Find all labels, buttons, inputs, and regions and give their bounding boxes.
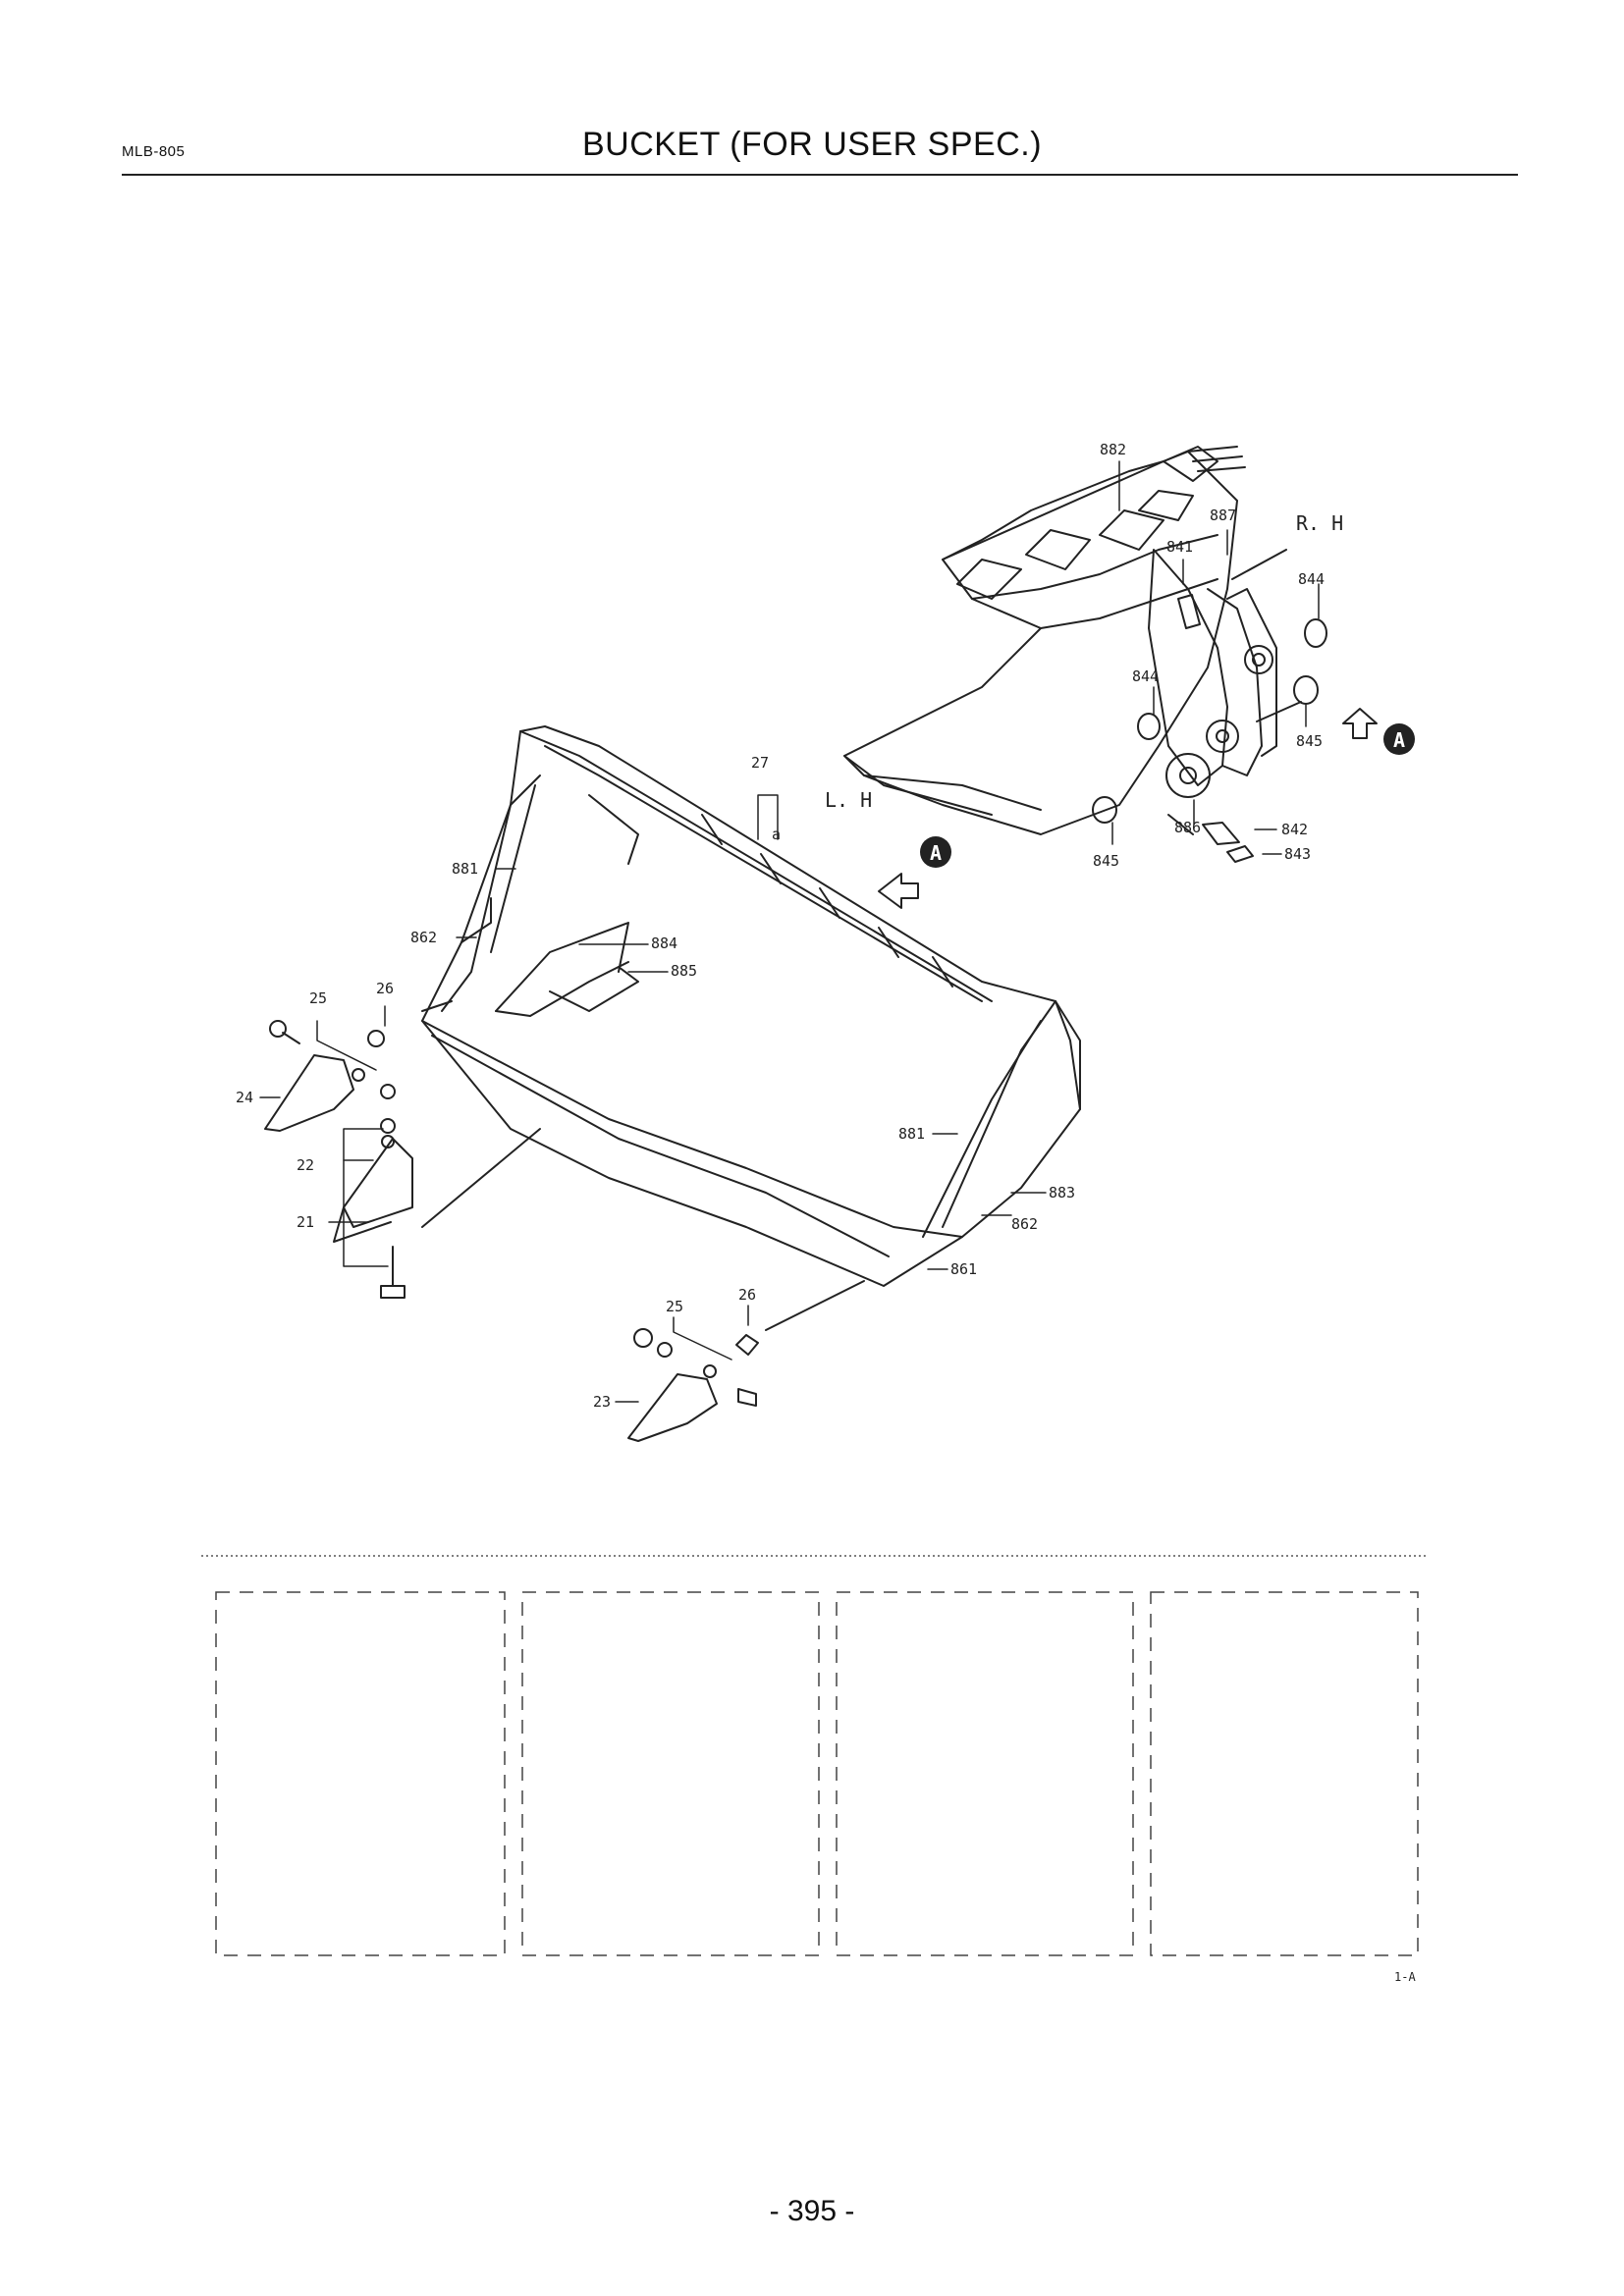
callout-862: 862 — [410, 929, 437, 946]
view-label-rh: R. H — [1296, 511, 1343, 535]
callout-883: 883 — [1049, 1184, 1075, 1201]
parts-box-1 — [215, 1591, 506, 1956]
parts-box-2 — [521, 1591, 820, 1956]
callout-861: 861 — [950, 1260, 977, 1278]
tooth-hardware-bottom — [627, 1280, 865, 1442]
callout-844: 844 — [1298, 570, 1325, 588]
callout-24: 24 — [236, 1089, 253, 1106]
callout-labels: 882 887 841 844 844 845 845 886 842 843 … — [236, 441, 1325, 1411]
page-number: - 395 - — [769, 2195, 855, 2227]
callout-26: 26 — [738, 1286, 756, 1304]
callout-26: 26 — [376, 980, 394, 997]
detail-a-markers: A A — [920, 723, 1415, 868]
document-code: MLB-805 — [122, 143, 186, 160]
tooth-hardware-left — [264, 1000, 541, 1299]
header-rule — [122, 174, 1518, 176]
callout-27: 27 — [751, 754, 769, 772]
callout-881: 881 — [452, 860, 478, 878]
callout-a: a — [772, 826, 781, 843]
callout-845: 845 — [1093, 852, 1119, 870]
callout-862: 862 — [1011, 1215, 1038, 1233]
callout-882: 882 — [1100, 441, 1126, 458]
callout-885: 885 — [671, 962, 697, 980]
callout-886: 886 — [1174, 819, 1201, 836]
callout-841: 841 — [1166, 538, 1193, 556]
callout-842: 842 — [1281, 821, 1308, 838]
callout-844: 844 — [1132, 667, 1159, 685]
bucket-lh-view — [421, 725, 1081, 1287]
parts-box-3 — [836, 1591, 1134, 1956]
detail-arrows — [878, 708, 1378, 909]
callout-22: 22 — [297, 1156, 314, 1174]
bucket-rh-view — [843, 446, 1327, 863]
callout-21: 21 — [297, 1213, 314, 1231]
svg-text:A: A — [1393, 728, 1405, 752]
parts-list-boxes — [215, 1591, 1419, 1956]
view-label-lh: L. H — [825, 788, 872, 812]
callout-884: 884 — [651, 934, 677, 952]
callout-887: 887 — [1210, 507, 1236, 524]
svg-text:A: A — [930, 841, 942, 865]
figure-reference: 1-A — [1394, 1970, 1416, 1984]
callout-843: 843 — [1284, 845, 1311, 863]
parts-box-4 — [1150, 1591, 1419, 1956]
callout-25: 25 — [666, 1298, 683, 1315]
callout-23: 23 — [593, 1393, 611, 1411]
callout-25: 25 — [309, 989, 327, 1007]
callout-881: 881 — [898, 1125, 925, 1143]
callout-845: 845 — [1296, 732, 1323, 750]
page-title: BUCKET (FOR USER SPEC.) — [581, 126, 1043, 163]
leader-lines — [259, 460, 1320, 1403]
